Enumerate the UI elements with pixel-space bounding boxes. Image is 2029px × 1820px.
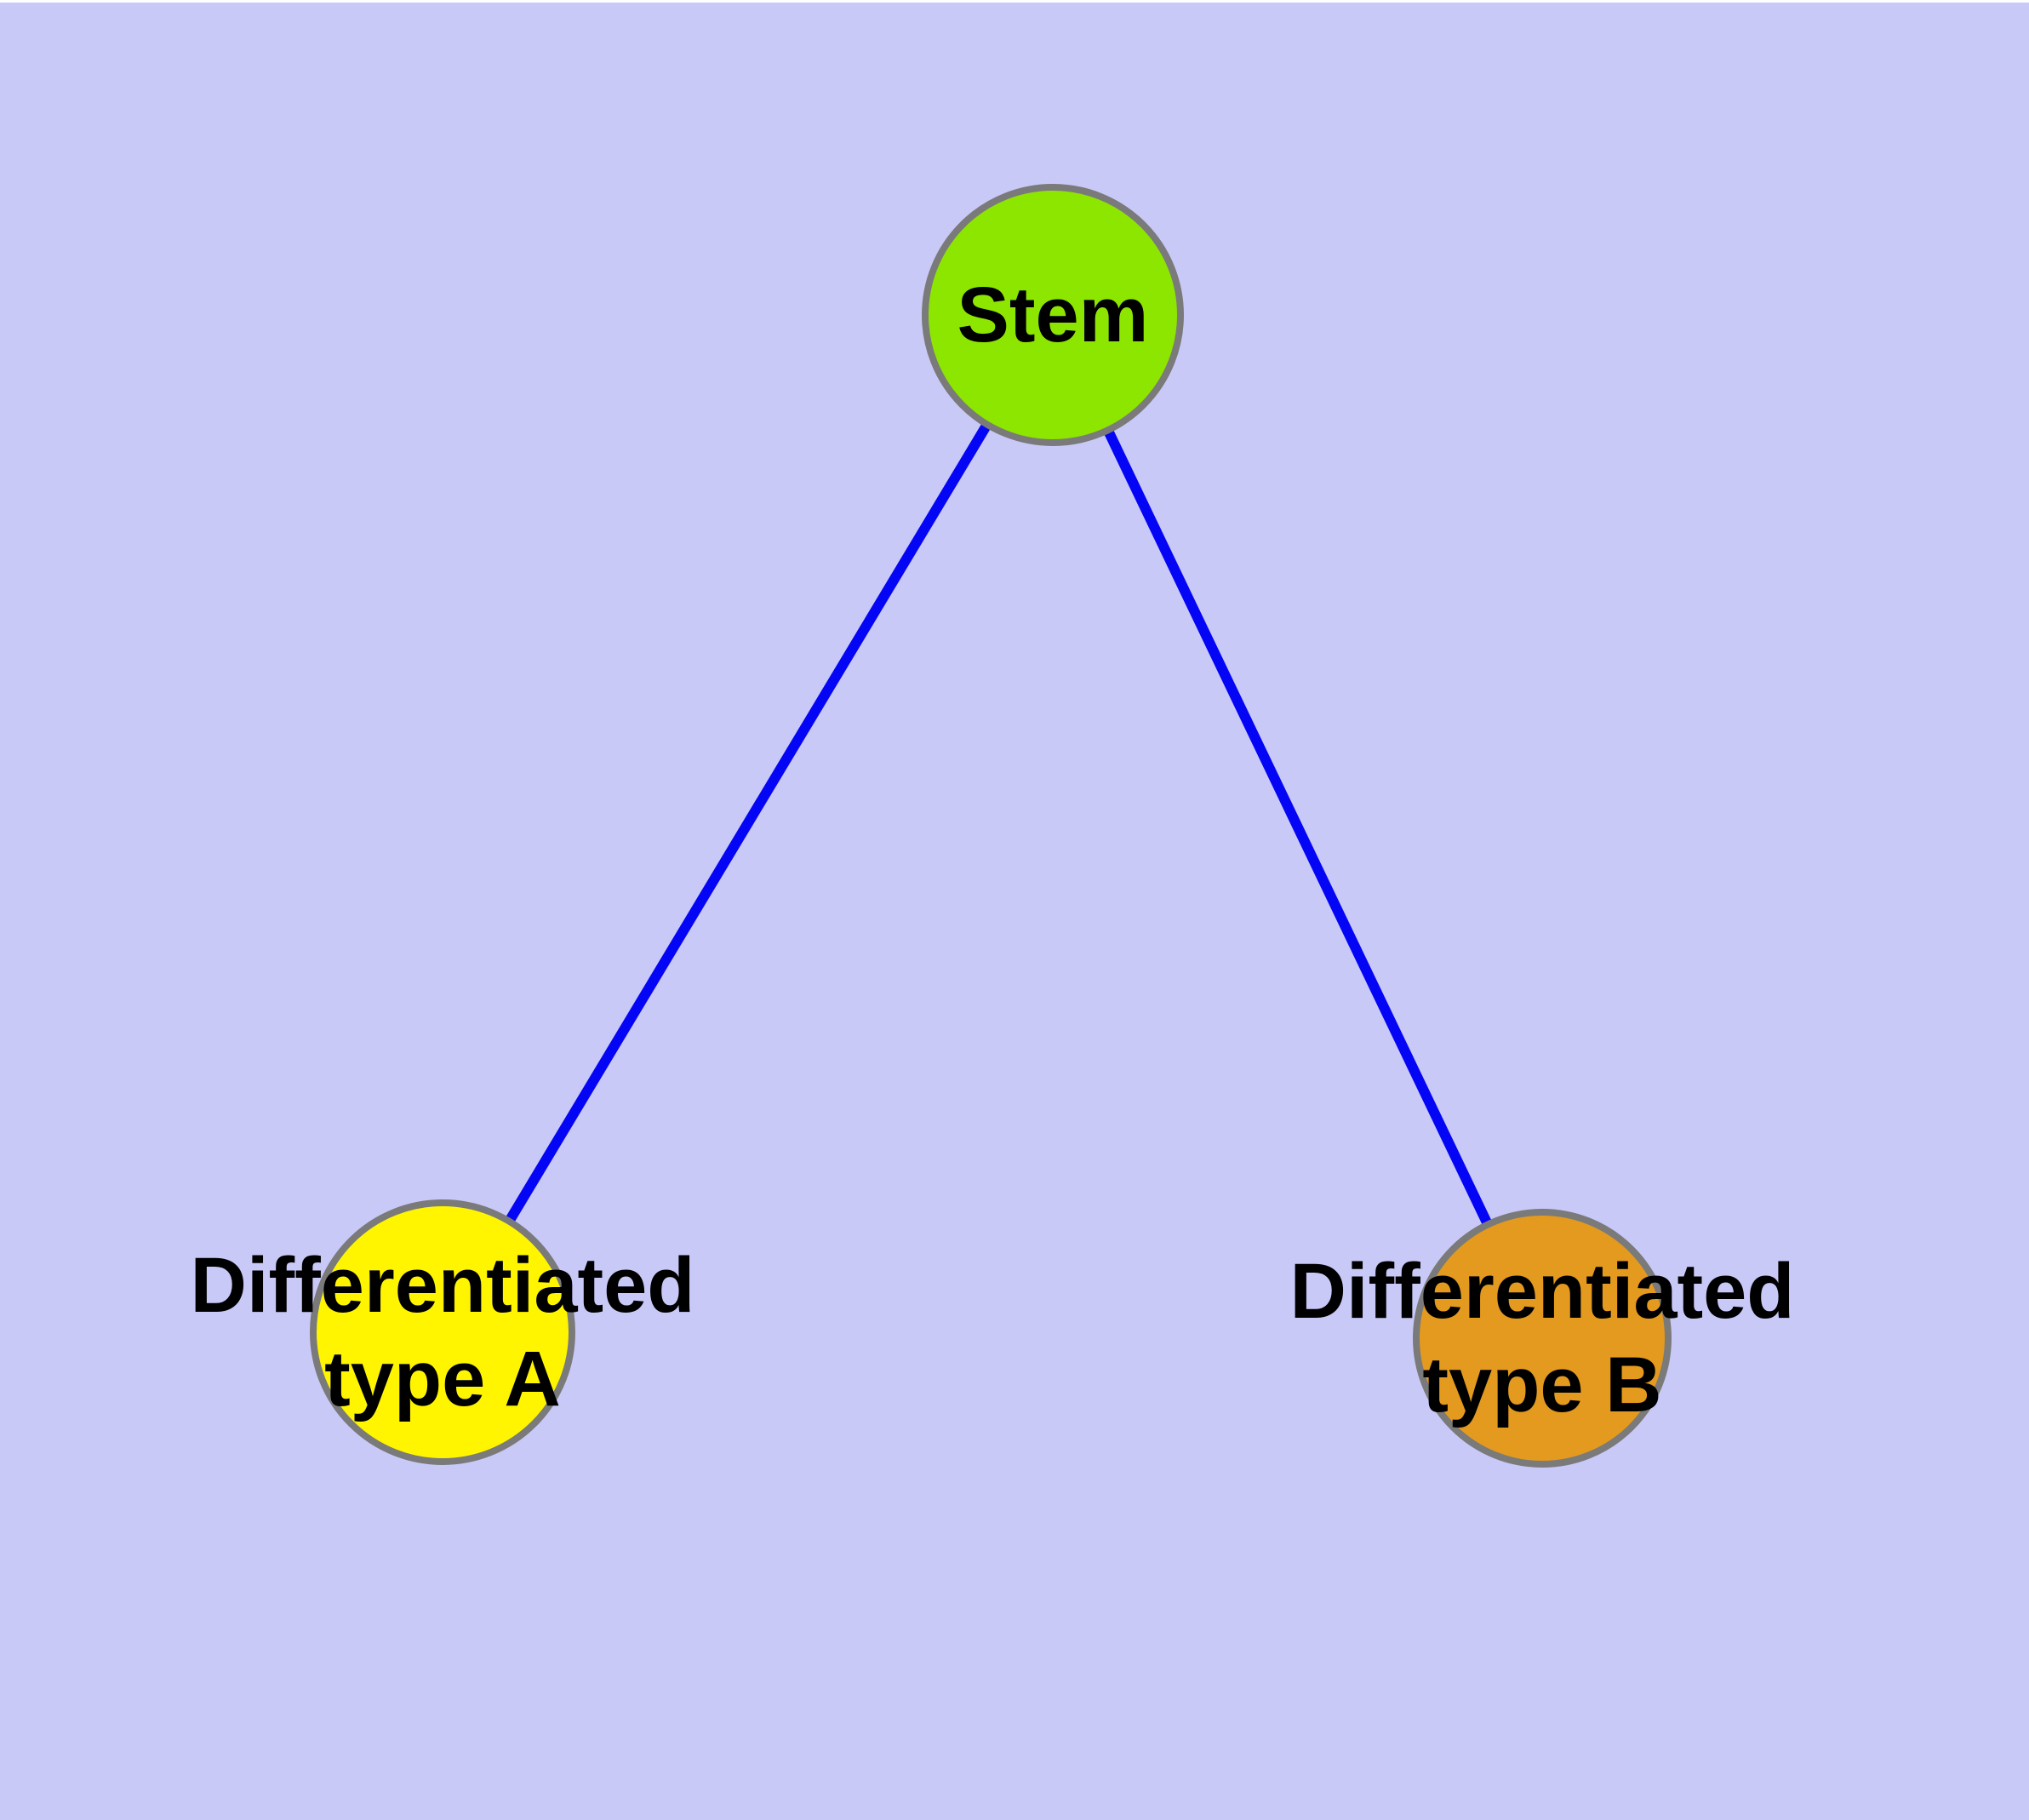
node-stem-circle [922,184,1184,446]
node-type-b-circle [1413,1209,1672,1468]
edge-stem-to-type-a [437,312,1058,1336]
node-type-a-circle [310,1199,575,1465]
edge-stem-to-type-b [1048,312,1547,1341]
top-margin-strip [0,0,2029,3]
